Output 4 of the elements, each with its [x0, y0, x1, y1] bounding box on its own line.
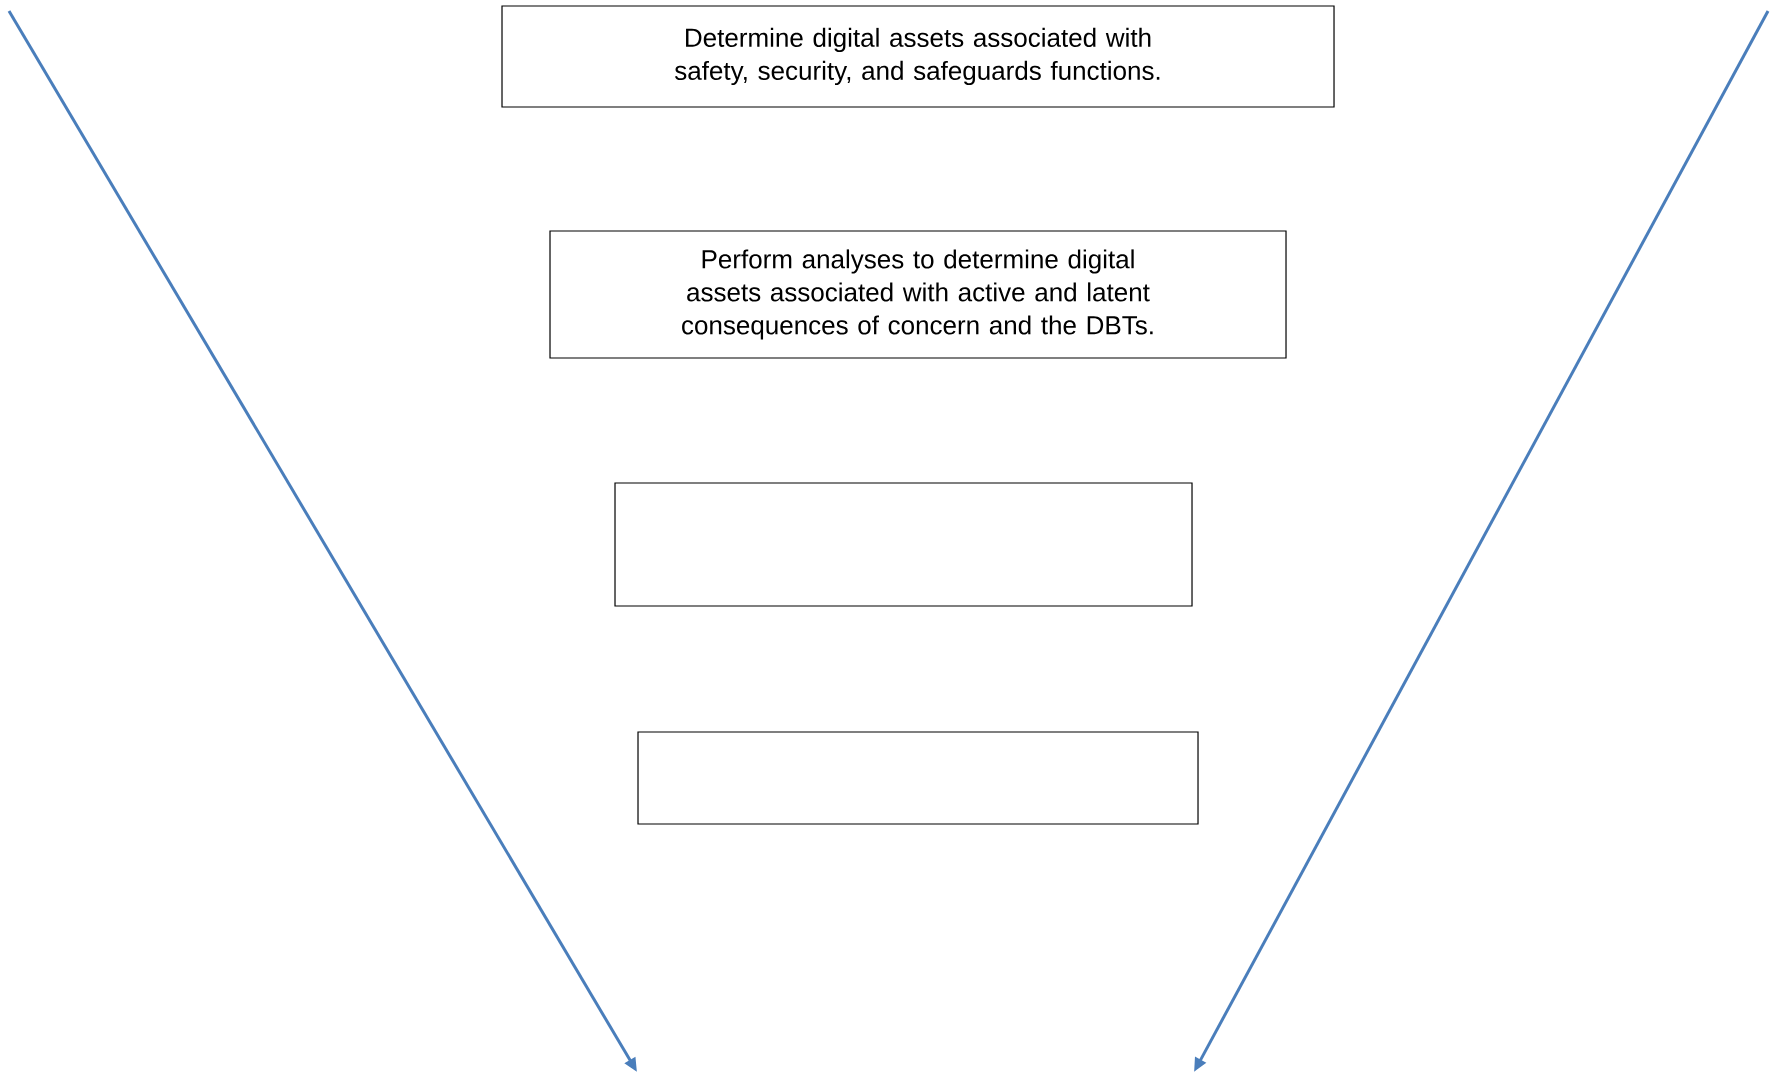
empty-box: [637, 731, 1199, 825]
empty-box: [614, 482, 1193, 607]
process-box: Perform analyses to determine digital assets associated with active and latent consequences of concern and the DBTs.: [549, 230, 1287, 359]
process-box: Determine digital assets associated with safety, security, and safeguards functions.: [501, 5, 1335, 108]
